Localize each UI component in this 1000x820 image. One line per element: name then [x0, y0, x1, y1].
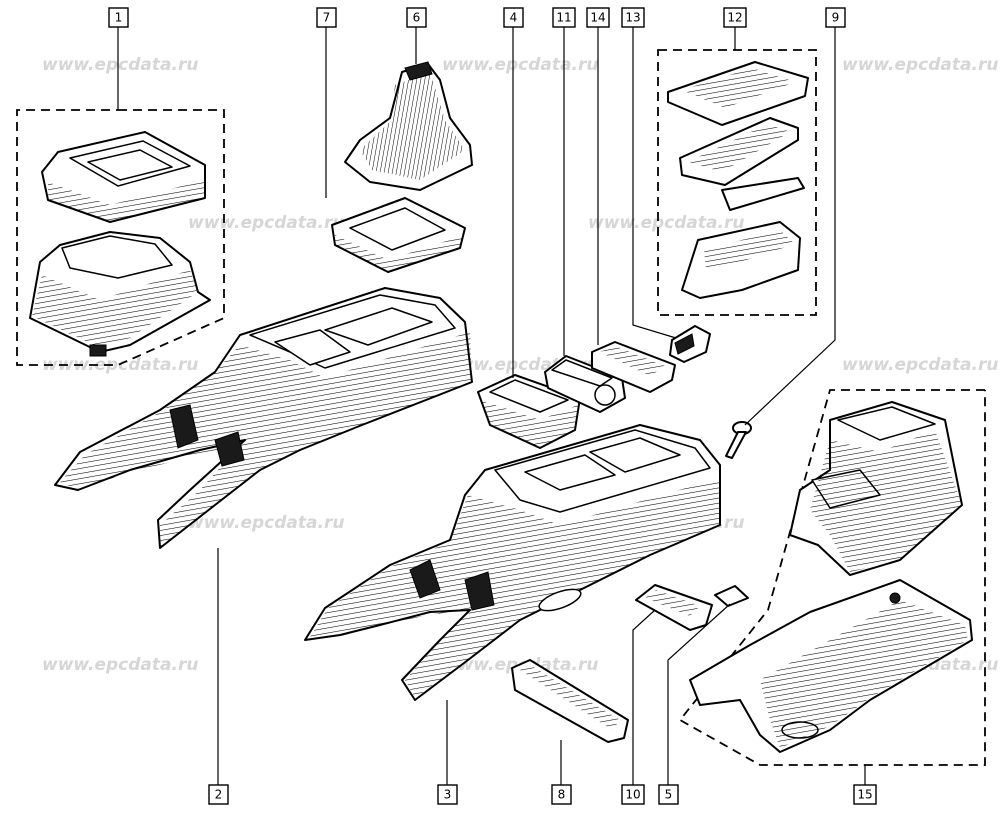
part-10-bracket	[635, 584, 713, 631]
watermark: www.epcdata.ru	[42, 55, 198, 75]
callout-7: 7	[316, 7, 337, 28]
callout-label: 12	[727, 11, 742, 25]
callout-14: 14	[586, 7, 610, 28]
part-13-connector	[669, 325, 711, 363]
callout-label: 2	[215, 788, 223, 802]
part-9-screw	[725, 421, 752, 459]
callout-12: 12	[723, 7, 747, 28]
callout-label: 8	[558, 788, 566, 802]
watermark: www.epcdata.ru	[588, 213, 744, 233]
part-2-rear-console	[54, 287, 473, 549]
callout-3: 3	[437, 784, 458, 805]
callout-label: 13	[625, 11, 640, 25]
callout-label: 11	[556, 11, 571, 25]
callout-1: 1	[108, 7, 129, 28]
callout-label: 9	[832, 11, 840, 25]
callout-6: 6	[406, 7, 427, 28]
part-11-tray	[544, 355, 626, 413]
callout-label: 1	[115, 11, 123, 25]
callout-9: 9	[825, 7, 846, 28]
watermark: www.epcdata.ru	[188, 213, 344, 233]
callout-15: 15	[853, 784, 877, 805]
part-1-shift-housing-group	[16, 109, 225, 366]
watermark: www.epcdata.ru	[842, 355, 998, 375]
callout-4: 4	[503, 7, 524, 28]
callout-8: 8	[551, 784, 572, 805]
callout-label: 7	[323, 11, 331, 25]
callout-10: 10	[621, 784, 645, 805]
watermark: www.epcdata.ru	[842, 55, 998, 75]
callout-11: 11	[552, 7, 576, 28]
part-8-long-bracket	[511, 659, 629, 743]
callout-label: 15	[857, 788, 872, 802]
watermark: www.epcdata.ru	[188, 513, 344, 533]
callout-label: 4	[510, 11, 518, 25]
part-4-cup-holder	[477, 374, 581, 449]
part-3-front-console	[304, 424, 721, 701]
part-6-gear-boot	[344, 61, 473, 191]
callout-13: 13	[621, 7, 645, 28]
part-15-armrest-group	[678, 389, 986, 766]
callout-label: 14	[590, 11, 605, 25]
part-7-boot-frame	[331, 197, 466, 273]
callout-label: 10	[625, 788, 640, 802]
part-12-switch-panel-group	[657, 49, 817, 316]
leader-lines	[117, 27, 866, 785]
watermark: www.epcdata.ru	[42, 355, 198, 375]
callout-label: 5	[665, 788, 673, 802]
watermark: www.epcdata.ru	[442, 55, 598, 75]
part-5-clip	[714, 585, 749, 607]
callout-2: 2	[208, 784, 229, 805]
callout-label: 6	[413, 11, 421, 25]
callout-5: 5	[658, 784, 679, 805]
watermark: www.epcdata.ru	[42, 655, 198, 675]
callout-label: 3	[444, 788, 452, 802]
part-14-grille	[591, 341, 676, 393]
